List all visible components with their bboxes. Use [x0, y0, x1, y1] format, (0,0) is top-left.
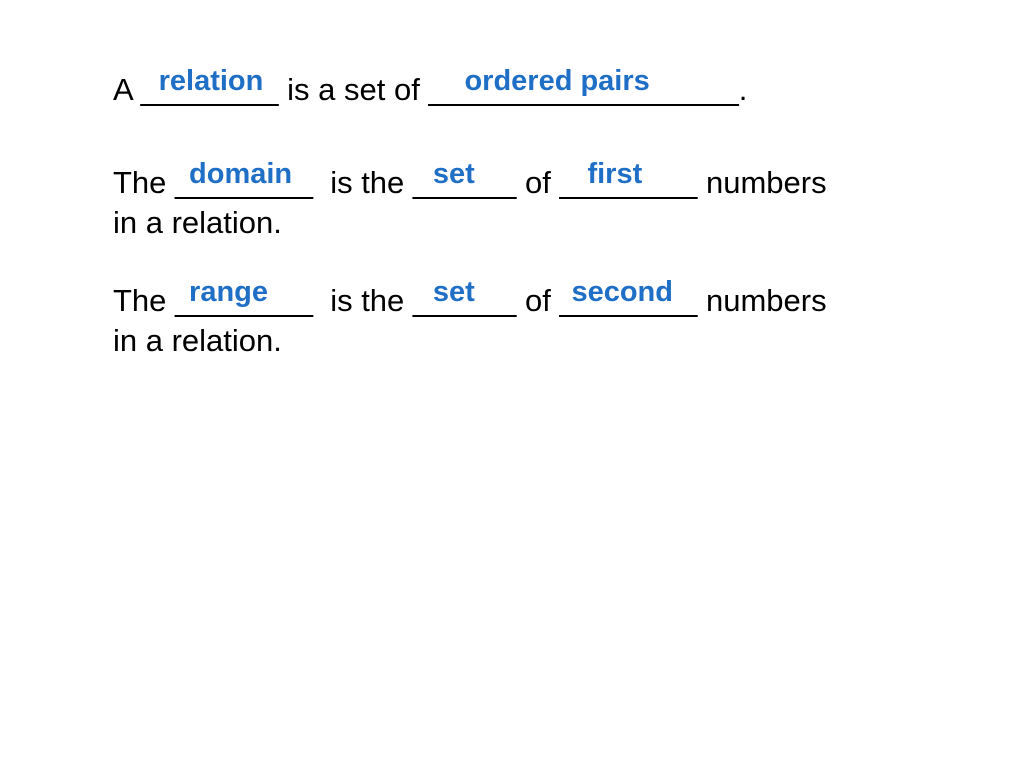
- text-segment: The: [113, 283, 176, 318]
- blank-underscores: ________: [175, 165, 313, 200]
- blank-relation: ________relation: [140, 65, 279, 110]
- answer-set: set: [432, 276, 475, 308]
- text-segment: of: [516, 165, 560, 200]
- answer-ordered-pairs: ordered pairs: [464, 65, 650, 97]
- text-segment: of: [516, 283, 560, 318]
- text-segment: numbers: [697, 283, 827, 318]
- definition-domain: The ________domain is the ______set of _…: [113, 158, 827, 203]
- answer-set: set: [432, 158, 475, 190]
- definition-relation: A ________relation is a set of _________…: [113, 65, 748, 110]
- text-segment: is a set of: [278, 72, 429, 107]
- blank-underscores: ________: [559, 283, 698, 318]
- blank-set: ______set: [412, 276, 517, 321]
- answer-second: second: [571, 276, 673, 308]
- blank-underscores: __________________: [428, 72, 739, 107]
- blank-underscores: ________: [559, 165, 698, 200]
- answer-range: range: [189, 276, 269, 308]
- answer-first: first: [587, 158, 643, 190]
- blank-set: ______set: [412, 158, 517, 203]
- blank-first: ________first: [559, 158, 698, 203]
- blank-underscores: ________: [140, 72, 279, 107]
- text-segment: numbers: [697, 165, 827, 200]
- definition-domain-continuation: in a relation.: [113, 205, 282, 240]
- blank-range: ________range: [175, 276, 313, 321]
- blank-second: ________second: [559, 276, 698, 321]
- answer-domain: domain: [189, 158, 293, 190]
- text-segment: The: [113, 165, 176, 200]
- blank-underscores: ______: [412, 165, 517, 200]
- answer-relation: relation: [158, 65, 264, 97]
- definition-range-continuation: in a relation.: [113, 323, 282, 358]
- text-segment: A: [113, 72, 141, 107]
- blank-ordered-pairs: __________________ordered pairs: [428, 65, 739, 110]
- definition-range: The ________range is the ______set of __…: [113, 276, 827, 321]
- text-segment: is the: [312, 165, 413, 200]
- blank-underscores: ________: [175, 283, 313, 318]
- blank-domain: ________domain: [175, 158, 313, 203]
- text-segment: .: [738, 72, 748, 107]
- text-segment: is the: [312, 283, 413, 318]
- blank-underscores: ______: [412, 283, 517, 318]
